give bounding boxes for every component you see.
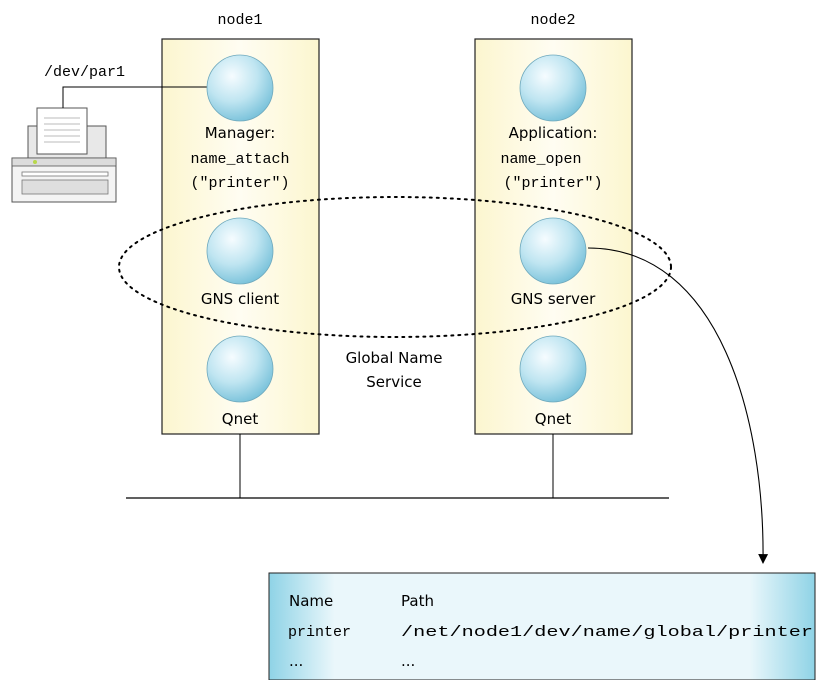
application-call-line1: name_open	[500, 151, 581, 168]
manager-call-line2: ("printer")	[190, 175, 289, 192]
application-process-icon	[519, 54, 587, 122]
name-table-box	[268, 572, 816, 681]
gns-lookup-arrow	[587, 247, 769, 564]
node2-qnet-label: Qnet	[535, 410, 572, 428]
gns-label-line2: Service	[366, 373, 421, 391]
table-header-path: Path	[401, 592, 434, 610]
node1-qnet-process-icon	[206, 335, 274, 403]
gns-boundary-ellipse	[118, 196, 672, 338]
device-label: /dev/par1	[44, 64, 125, 81]
application-call-line2: ("printer")	[503, 175, 602, 192]
manager-call-line1: name_attach	[190, 151, 289, 168]
gns-server-label: GNS server	[511, 290, 596, 308]
manager-process-icon	[206, 54, 274, 122]
node1-qnet-label: Qnet	[222, 410, 259, 428]
table-header-name: Name	[289, 592, 333, 610]
node2-qnet-process-icon	[519, 335, 587, 403]
printer-icon	[11, 107, 117, 203]
table-cell-path-1: /net/node1/dev/name/global/printer	[401, 624, 813, 641]
device-connection-line	[62, 86, 208, 108]
manager-label: Manager:	[205, 124, 276, 142]
table-cell-name-1: printer	[288, 624, 351, 641]
gns-server-process-icon	[519, 217, 587, 285]
gns-label-line1: Global Name	[346, 349, 443, 367]
node1-title: node1	[217, 12, 262, 29]
gns-client-label: GNS client	[201, 290, 279, 308]
table-cell-path-2: ...	[401, 652, 415, 670]
application-label: Application:	[509, 124, 598, 142]
node2-title: node2	[530, 12, 575, 29]
table-cell-name-2: ...	[289, 652, 303, 670]
gns-client-process-icon	[206, 217, 274, 285]
